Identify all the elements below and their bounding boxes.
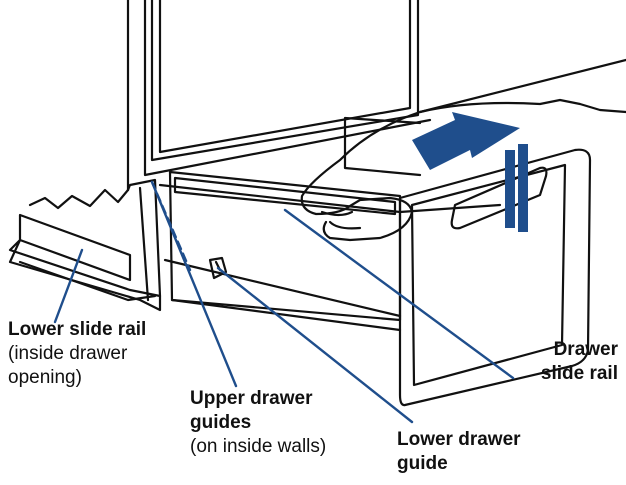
label-drawer-slide-rail-title-2: slide rail [540, 363, 618, 384]
drawer-handle-recess [450, 166, 548, 230]
drawer-front-panel [398, 148, 592, 407]
label-lower-drawer-guide-title-2: guide [397, 453, 448, 474]
drawer-box-bottom [170, 298, 402, 332]
leader-lower-slide-rail [53, 248, 84, 324]
leader-drawer-slide-rail [283, 208, 515, 380]
cutaway-edge [28, 188, 130, 210]
cabinet-door-inner [158, 0, 412, 154]
label-lower-slide-rail: Lower slide rail (inside drawer opening) [8, 318, 146, 390]
lower-slide-rail-shape [8, 213, 162, 312]
label-upper-drawer-guides-note: (on inside walls) [190, 436, 327, 457]
label-lower-drawer-guide: Lower drawer guide [397, 428, 521, 476]
label-upper-drawer-guides: Upper drawer guides (on inside walls) [190, 387, 326, 459]
cabinet-left-wall [126, 178, 162, 302]
push-arrow-streaks [505, 144, 528, 232]
leader-upper-drawer-guides [150, 180, 238, 388]
cabinet-door-frame [126, 0, 420, 192]
label-upper-drawer-guides-title-2: guides [190, 412, 252, 433]
label-lower-drawer-guide-title-1: Lower drawer [397, 429, 521, 450]
drawer-slide-rail-shape [173, 176, 397, 216]
label-drawer-slide-rail-title-1: Drawer [553, 339, 618, 360]
drawer-inner-wall [343, 116, 422, 177]
hand-sleeve [418, 58, 626, 114]
cabinet-door-edge [143, 0, 432, 177]
cutaway-base [18, 260, 157, 302]
label-lower-slide-rail-title: Lower slide rail [8, 319, 147, 340]
label-upper-drawer-guides-title-1: Upper drawer [190, 388, 313, 409]
leader-lower-drawer-guide [216, 266, 414, 424]
label-lower-slide-rail-note-1: (inside drawer [8, 343, 128, 364]
push-arrow-icon [412, 112, 520, 170]
hand-fingers [320, 210, 362, 230]
drawer-opening-floor [163, 258, 402, 318]
leader-upper-drawer-guides-dashed [150, 180, 192, 272]
label-drawer-slide-rail: Drawer slide rail [541, 338, 618, 386]
label-lower-slide-rail-note-2: opening) [8, 367, 82, 388]
